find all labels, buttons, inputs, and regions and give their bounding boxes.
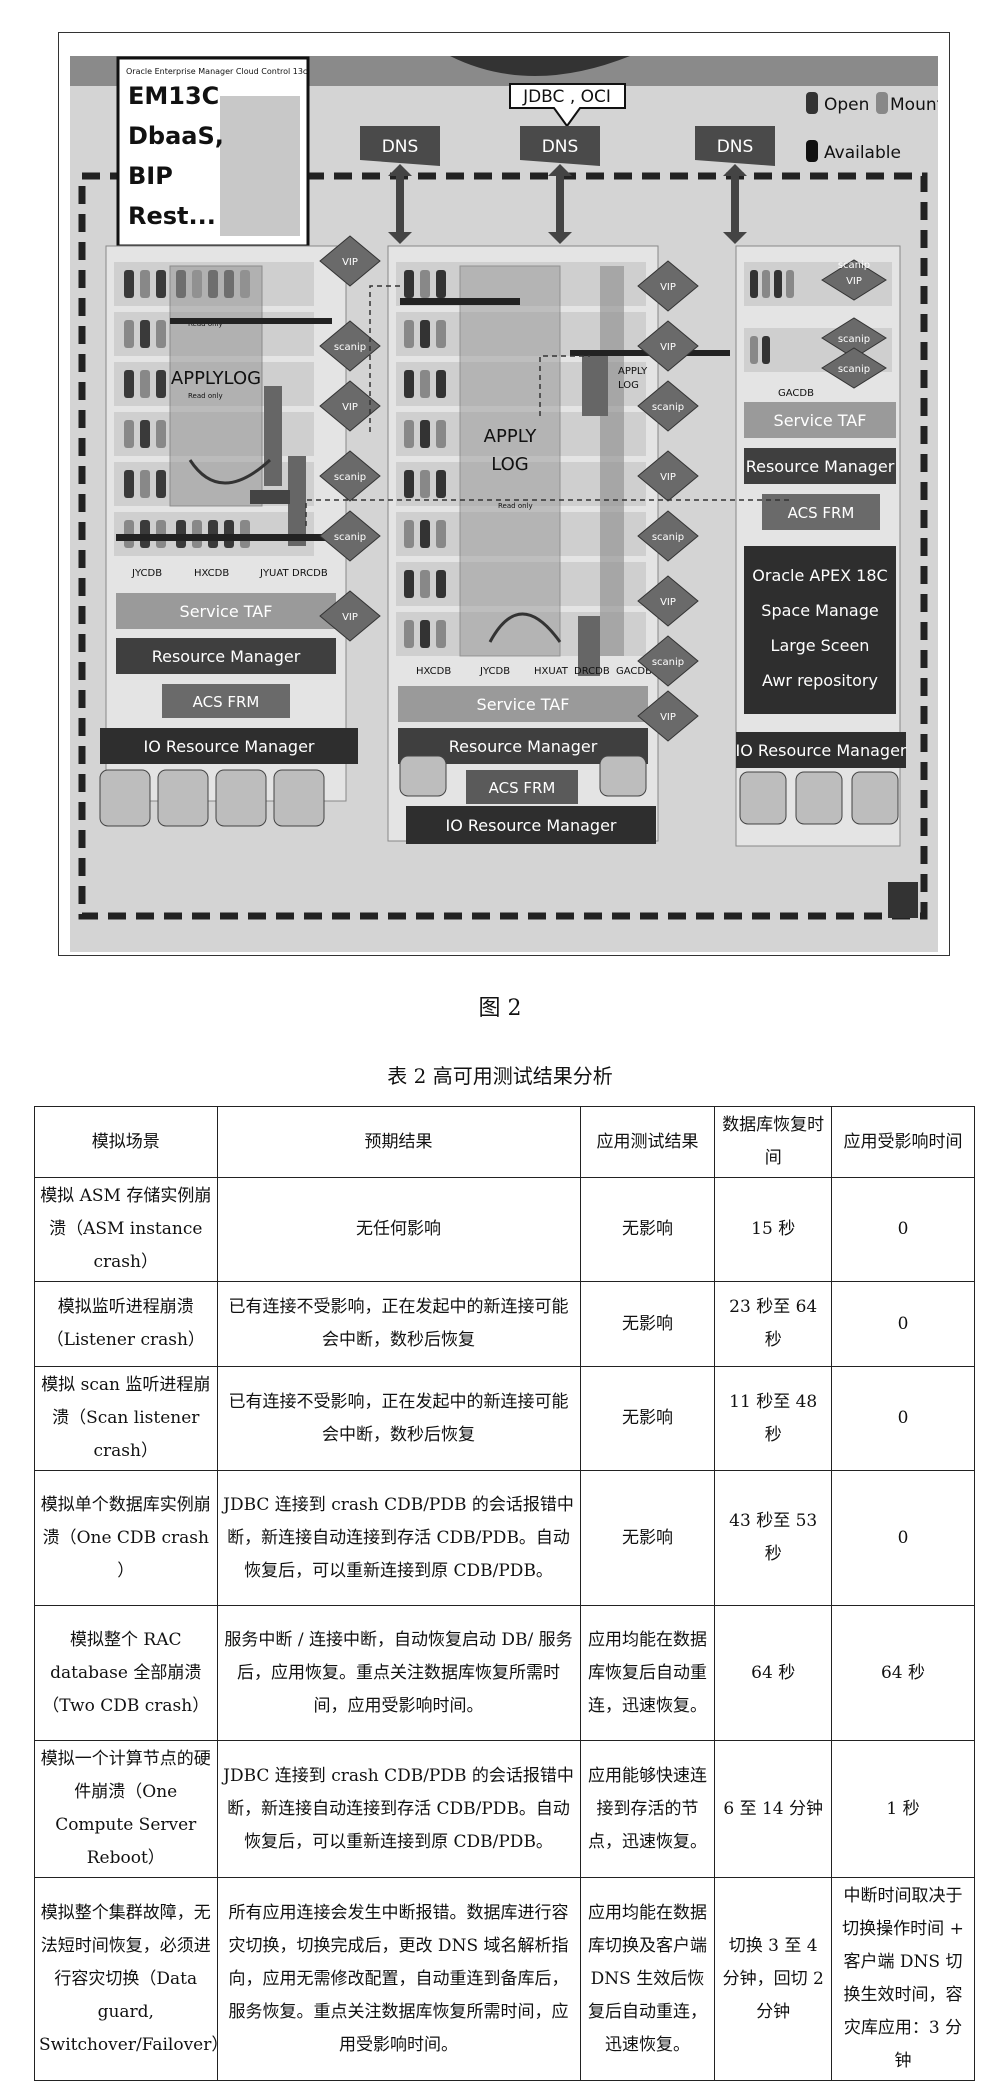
svg-text:scanip: scanip <box>838 364 870 375</box>
ha-test-results-table: 模拟场景 预期结果 应用测试结果 数据库恢复时间 应用受影响时间 模拟 ASM … <box>34 1106 975 2081</box>
svg-text:APPLY: APPLY <box>484 426 538 447</box>
table-row: 模拟整个 RAC database 全部崩溃（Two CDB crash） 服务… <box>34 1605 975 1741</box>
svg-text:VIP: VIP <box>342 612 358 623</box>
svg-text:Resource Manager: Resource Manager <box>746 457 895 476</box>
svg-text:VIP: VIP <box>660 597 676 608</box>
em-line-3: BIP <box>128 162 173 190</box>
table-row: 模拟监听进程崩溃（Listener crash） 已有连接不受影响，正在发起中的… <box>34 1281 975 1367</box>
svg-text:DRCDB: DRCDB <box>574 666 610 677</box>
architecture-diagram: Oracle Enterprise Manager Cloud Control … <box>70 56 938 952</box>
svg-text:Awr repository: Awr repository <box>762 671 878 690</box>
svg-text:VIP: VIP <box>660 712 676 723</box>
jdbc-label: JDBC , OCI <box>522 87 611 107</box>
header-expected: 预期结果 <box>216 1106 581 1178</box>
svg-text:LOG: LOG <box>618 380 639 391</box>
svg-text:ACS FRM: ACS FRM <box>193 693 260 711</box>
svg-text:JYCDB: JYCDB <box>131 568 162 579</box>
table-header-row: 模拟场景 预期结果 应用测试结果 数据库恢复时间 应用受影响时间 <box>34 1106 975 1178</box>
svg-text:HXCDB: HXCDB <box>416 666 451 677</box>
svg-text:scanip: scanip <box>838 334 870 345</box>
table-row: 模拟整个集群故障，无法短时间恢复，必须进行容灾切换（Data guard, Sw… <box>34 1877 975 2081</box>
svg-text:VIP: VIP <box>342 257 358 268</box>
svg-text:HXCDB: HXCDB <box>194 568 229 579</box>
svg-text:ACS FRM: ACS FRM <box>788 504 855 522</box>
svg-text:scanip: scanip <box>652 657 684 668</box>
svg-text:scanip: scanip <box>838 260 870 271</box>
middle-vip-column: VIP VIP scanip VIP scanip VIP scanip VIP <box>637 260 699 742</box>
svg-text:VIP: VIP <box>342 402 358 413</box>
svg-text:Read only: Read only <box>188 392 223 400</box>
svg-text:VIP: VIP <box>660 282 676 293</box>
svg-text:VIP: VIP <box>846 276 862 287</box>
header-app-result: 应用测试结果 <box>579 1106 716 1178</box>
dataguard-links <box>305 285 790 526</box>
svg-text:Resource Manager: Resource Manager <box>152 647 301 666</box>
table-row: 模拟一个计算节点的硬件崩溃（One Compute Server Reboot）… <box>34 1740 975 1878</box>
table-row: 模拟单个数据库实例崩溃（One CDB crash ） JDBC 连接到 cra… <box>34 1470 975 1606</box>
svg-text:LOG: LOG <box>491 454 529 475</box>
svg-text:DNS: DNS <box>542 137 579 157</box>
svg-text:Service TAF: Service TAF <box>774 411 867 430</box>
svg-text:scanip: scanip <box>652 532 684 543</box>
svg-text:IO Resource Manager: IO Resource Manager <box>446 816 617 835</box>
svg-text:VIP: VIP <box>660 472 676 483</box>
svg-text:GACDB: GACDB <box>616 666 652 677</box>
svg-text:DRCDB: DRCDB <box>292 568 328 579</box>
svg-text:Mount: Mount <box>890 95 938 115</box>
svg-text:DNS: DNS <box>717 137 754 157</box>
svg-text:scanip: scanip <box>652 402 684 413</box>
svg-text:VIP: VIP <box>660 342 676 353</box>
svg-text:JYCDB: JYCDB <box>479 666 510 677</box>
figure-caption: 图 2 <box>478 996 522 1021</box>
svg-text:APPLY: APPLY <box>618 366 648 377</box>
svg-text:IO Resource Manager: IO Resource Manager <box>736 741 907 760</box>
svg-text:Service TAF: Service TAF <box>477 695 570 714</box>
svg-text:DNS: DNS <box>382 137 419 157</box>
left-cluster: APPLYLOG Read only Read only JYCDB HXCDB… <box>99 245 358 827</box>
left-vip-column: VIP scanip VIP scanip scanip VIP <box>319 235 381 642</box>
svg-text:scanip: scanip <box>334 342 366 353</box>
em-header: Oracle Enterprise Manager Cloud Control … <box>126 67 307 76</box>
applylog-label: APPLYLOG <box>171 368 261 389</box>
table-caption: 表 2 高可用测试结果分析 <box>387 1064 613 1088</box>
legend: Open Mount Available <box>806 92 938 163</box>
table-row: 模拟 scan 监听进程崩溃（Scan listener crash） 已有连接… <box>34 1366 975 1471</box>
svg-text:Resource Manager: Resource Manager <box>449 737 598 756</box>
svg-text:Read only: Read only <box>498 502 533 510</box>
svg-text:Open: Open <box>824 95 869 115</box>
svg-text:Oracle APEX 18C: Oracle APEX 18C <box>752 566 887 585</box>
right-cluster: scanip VIP scanip scanip GACDB Service T… <box>735 245 918 918</box>
svg-text:GACDB: GACDB <box>778 388 814 399</box>
svg-text:Service TAF: Service TAF <box>180 602 273 621</box>
svg-text:Available: Available <box>824 143 901 163</box>
svg-text:scanip: scanip <box>334 472 366 483</box>
cluster-boundary <box>78 172 928 920</box>
svg-text:Large Sceen: Large Sceen <box>771 636 870 655</box>
table-row: 模拟 ASM 存储实例崩溃（ASM instance crash） 无任何影响 … <box>34 1177 975 1282</box>
header-db-recovery: 数据库恢复时间 <box>714 1106 832 1178</box>
svg-text:ACS FRM: ACS FRM <box>489 779 556 797</box>
em13c-box: Oracle Enterprise Manager Cloud Control … <box>116 56 310 248</box>
svg-text:HXUAT: HXUAT <box>534 666 569 677</box>
jdbc-oci-banner: JDBC , OCI <box>509 83 626 128</box>
header-app-impact: 应用受影响时间 <box>831 1106 975 1178</box>
middle-cluster: APPLY LOG Read only APPLY LOG HXCDB JYCD… <box>387 245 730 844</box>
header-scenario: 模拟场景 <box>34 1106 218 1178</box>
svg-text:IO Resource Manager: IO Resource Manager <box>144 737 315 756</box>
svg-text:scanip: scanip <box>334 532 366 543</box>
svg-text:Space Manage: Space Manage <box>761 601 878 620</box>
svg-text:JYUAT: JYUAT <box>259 568 289 579</box>
em-line-2: DbaaS, <box>128 122 224 150</box>
em-line-1: EM13C <box>128 82 219 110</box>
em-line-4: Rest... <box>128 202 216 230</box>
dns-boxes: DNS DNS DNS <box>360 126 775 244</box>
